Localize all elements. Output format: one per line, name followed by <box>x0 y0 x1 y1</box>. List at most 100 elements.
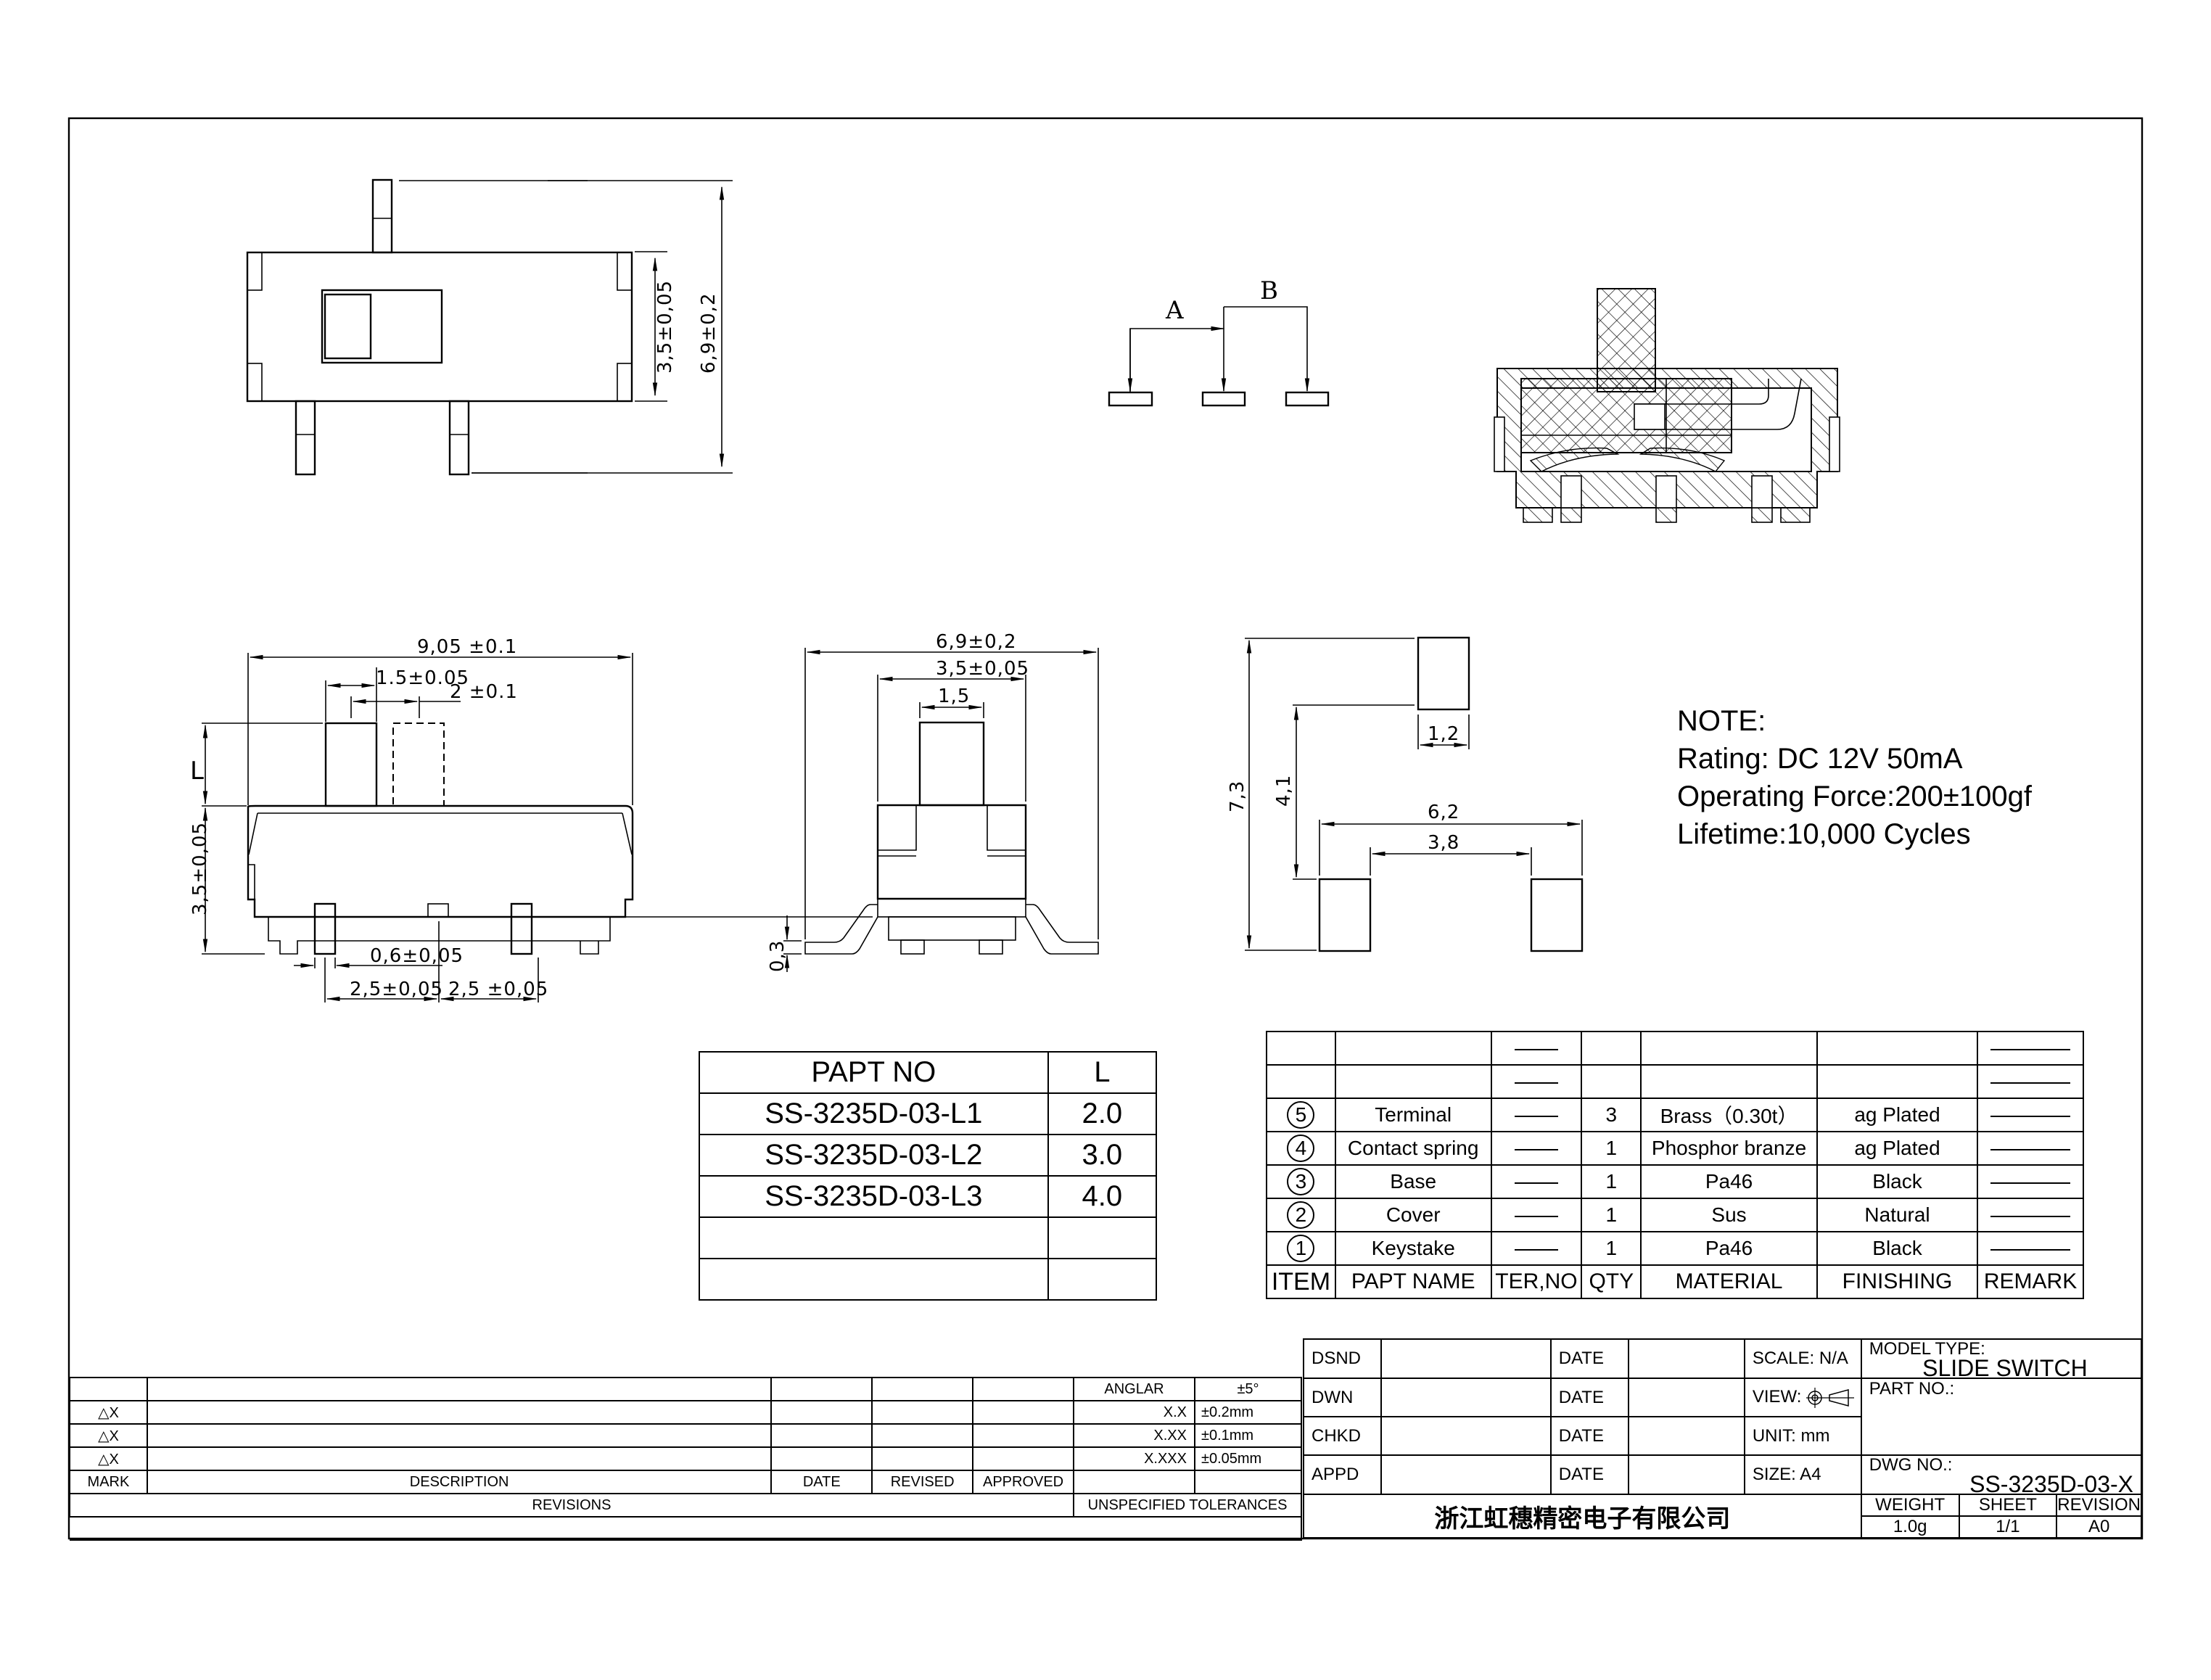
header-part-no: PAPT NO <box>699 1051 1049 1094</box>
material-cell: Sus <box>1640 1198 1818 1232</box>
schematic-label-b: B <box>1260 276 1278 305</box>
table-row <box>1266 1064 2084 1099</box>
chkd-date-value <box>1627 1416 1745 1456</box>
item-number-badge: 1 <box>1287 1235 1315 1262</box>
l-value-cell: 2.0 <box>1047 1092 1158 1135</box>
part-no-cell: SS-3235D-03-L1 <box>699 1092 1049 1135</box>
ter-no-cell <box>1490 1098 1583 1132</box>
ter-no-cell <box>1490 1198 1583 1232</box>
header-item: ITEM <box>1266 1264 1336 1299</box>
dwn-date-label: DATE <box>1549 1378 1629 1417</box>
note-lifetime: Lifetime:10,000 Cycles <box>1677 818 1971 850</box>
chkd-value <box>1380 1416 1552 1456</box>
dsnd-date-value <box>1627 1338 1745 1379</box>
model-type-cell: MODEL TYPE: SLIDE SWITCH <box>1860 1338 2143 1379</box>
dim-pcb-outer-span: 6,2 <box>1428 802 1459 823</box>
weight-value: 1.0g <box>1860 1515 1960 1539</box>
remark-cell <box>1977 1164 2084 1199</box>
table-header-row: MARK DESCRIPTION DATE REVISED APPROVED <box>69 1470 1303 1494</box>
dsnd-date-label: DATE <box>1549 1338 1629 1379</box>
item-cell: 5 <box>1266 1098 1336 1132</box>
table-row: △X X.XXX ±0.05mm <box>69 1446 1303 1471</box>
table-row <box>699 1258 1158 1301</box>
remark-cell <box>1977 1198 2084 1232</box>
header-part-name: PAPT NAME <box>1334 1264 1492 1299</box>
header-ter-no: TER,NO <box>1490 1264 1583 1299</box>
dwn-label: DWN <box>1303 1378 1382 1417</box>
part-no-cell: SS-3235D-03-L2 <box>699 1134 1049 1177</box>
appd-label: APPD <box>1303 1454 1382 1495</box>
title-block: DSND DATE SCALE: N/A MODEL TYPE: SLIDE S… <box>1303 1338 2143 1539</box>
table-row <box>699 1216 1158 1259</box>
revision-value: A0 <box>2056 1515 2142 1539</box>
dim-front-overall-width: 9,05 ±0.1 <box>417 636 517 658</box>
remark-cell <box>1977 1231 2084 1266</box>
tolerance-value: ±5° <box>1193 1377 1303 1401</box>
dim-side-knob-width: 1,5 <box>938 685 970 707</box>
item-number-badge: 3 <box>1287 1168 1315 1195</box>
header-revised: REVISED <box>871 1470 974 1494</box>
material-cell: Phosphor branze <box>1640 1131 1818 1166</box>
header-approved: APPROVED <box>972 1470 1075 1494</box>
part-no-label: PART NO.: <box>1869 1379 1955 1399</box>
dwn-date-value <box>1627 1378 1745 1417</box>
note-rating: Rating: DC 12V 50mA <box>1677 743 1963 775</box>
l-value-cell: 3.0 <box>1047 1134 1158 1177</box>
appd-date-value <box>1627 1454 1745 1495</box>
remark-cell <box>1977 1098 2084 1132</box>
note-operating-force: Operating Force:200±100gf <box>1677 781 2032 812</box>
remark-cell <box>1977 1064 2084 1099</box>
item-cell <box>1266 1031 1336 1066</box>
switch-schematic: A B <box>1108 276 1330 407</box>
dim-front-pin-width: 0,6±0,05 <box>370 945 464 967</box>
tolerance-value: ±0.05mm <box>1193 1446 1303 1471</box>
qty-cell: 1 <box>1581 1131 1642 1166</box>
material-cell: Pa46 <box>1640 1231 1818 1266</box>
view-label: VIEW: <box>1752 1387 1802 1407</box>
dwg-no-cell: DWG NO.: SS-3235D-03-X <box>1860 1454 2143 1495</box>
front-view: 9,05 ±0.1 1.5±0.05 2 ±0.1 L 3,5±0,05 0,6… <box>189 636 873 1002</box>
company-name: 浙江虹穗精密电子有限公司 <box>1303 1494 1862 1539</box>
dim-pcb-overall-height: 7,3 <box>1227 781 1248 812</box>
item-cell: 2 <box>1266 1198 1336 1232</box>
header-mark: MARK <box>69 1470 148 1494</box>
tolerance-label: X.XX <box>1073 1423 1195 1448</box>
pcb-layout: 7,3 4,1 1,2 6,2 3,8 <box>1227 636 1584 952</box>
tolerance-label: X.X <box>1073 1400 1195 1425</box>
part-no-cell: PART NO.: <box>1860 1378 2143 1456</box>
part-no-cell <box>699 1258 1049 1301</box>
appd-date-label: DATE <box>1549 1454 1629 1495</box>
dsnd-label: DSND <box>1303 1338 1382 1379</box>
third-angle-projection-icon <box>1806 1387 1855 1408</box>
material-cell <box>1640 1031 1818 1066</box>
chkd-label: CHKD <box>1303 1416 1382 1456</box>
qty-cell: 1 <box>1581 1164 1642 1199</box>
bill-of-materials-table: 5 Terminal 3 Brass（0.30t） ag Plated 4 Co… <box>1266 1031 2084 1299</box>
dim-pcb-pad-spacing: 4,1 <box>1273 775 1295 807</box>
table-header-row: PAPT NO L <box>699 1051 1158 1094</box>
finishing-cell: Black <box>1816 1164 1979 1199</box>
dim-side-overall-width: 6,9±0,2 <box>936 631 1016 653</box>
note-title: NOTE: <box>1677 705 1766 737</box>
material-cell: Pa46 <box>1640 1164 1818 1199</box>
qty-cell: 3 <box>1581 1098 1642 1132</box>
unspecified-tolerances-label: UNSPECIFIED TOLERANCES <box>1073 1493 1302 1518</box>
dim-front-knob-height-label: L <box>190 757 204 786</box>
view-info: VIEW: <box>1743 1378 1862 1417</box>
revision-mark: △X <box>69 1446 148 1471</box>
name-cell: Base <box>1334 1164 1492 1199</box>
table-row: 3 Base 1 Pa46 Black <box>1266 1164 2084 1199</box>
notes-block: NOTE: Rating: DC 12V 50mA Operating Forc… <box>1677 702 2032 853</box>
size-info: SIZE: A4 <box>1743 1454 1862 1495</box>
material-cell: Brass（0.30t） <box>1640 1098 1818 1132</box>
tolerance-value: ±0.1mm <box>1193 1423 1303 1448</box>
qty-cell: 1 <box>1581 1231 1642 1266</box>
header-l: L <box>1047 1051 1158 1094</box>
dwn-value <box>1380 1378 1552 1417</box>
table-row <box>1266 1031 2084 1066</box>
remark-cell <box>1977 1031 2084 1066</box>
appd-value <box>1380 1454 1552 1495</box>
part-no-cell <box>699 1216 1049 1259</box>
revision-label: REVISION <box>2056 1494 2142 1517</box>
table-row: △X X.X ±0.2mm <box>69 1400 1303 1425</box>
